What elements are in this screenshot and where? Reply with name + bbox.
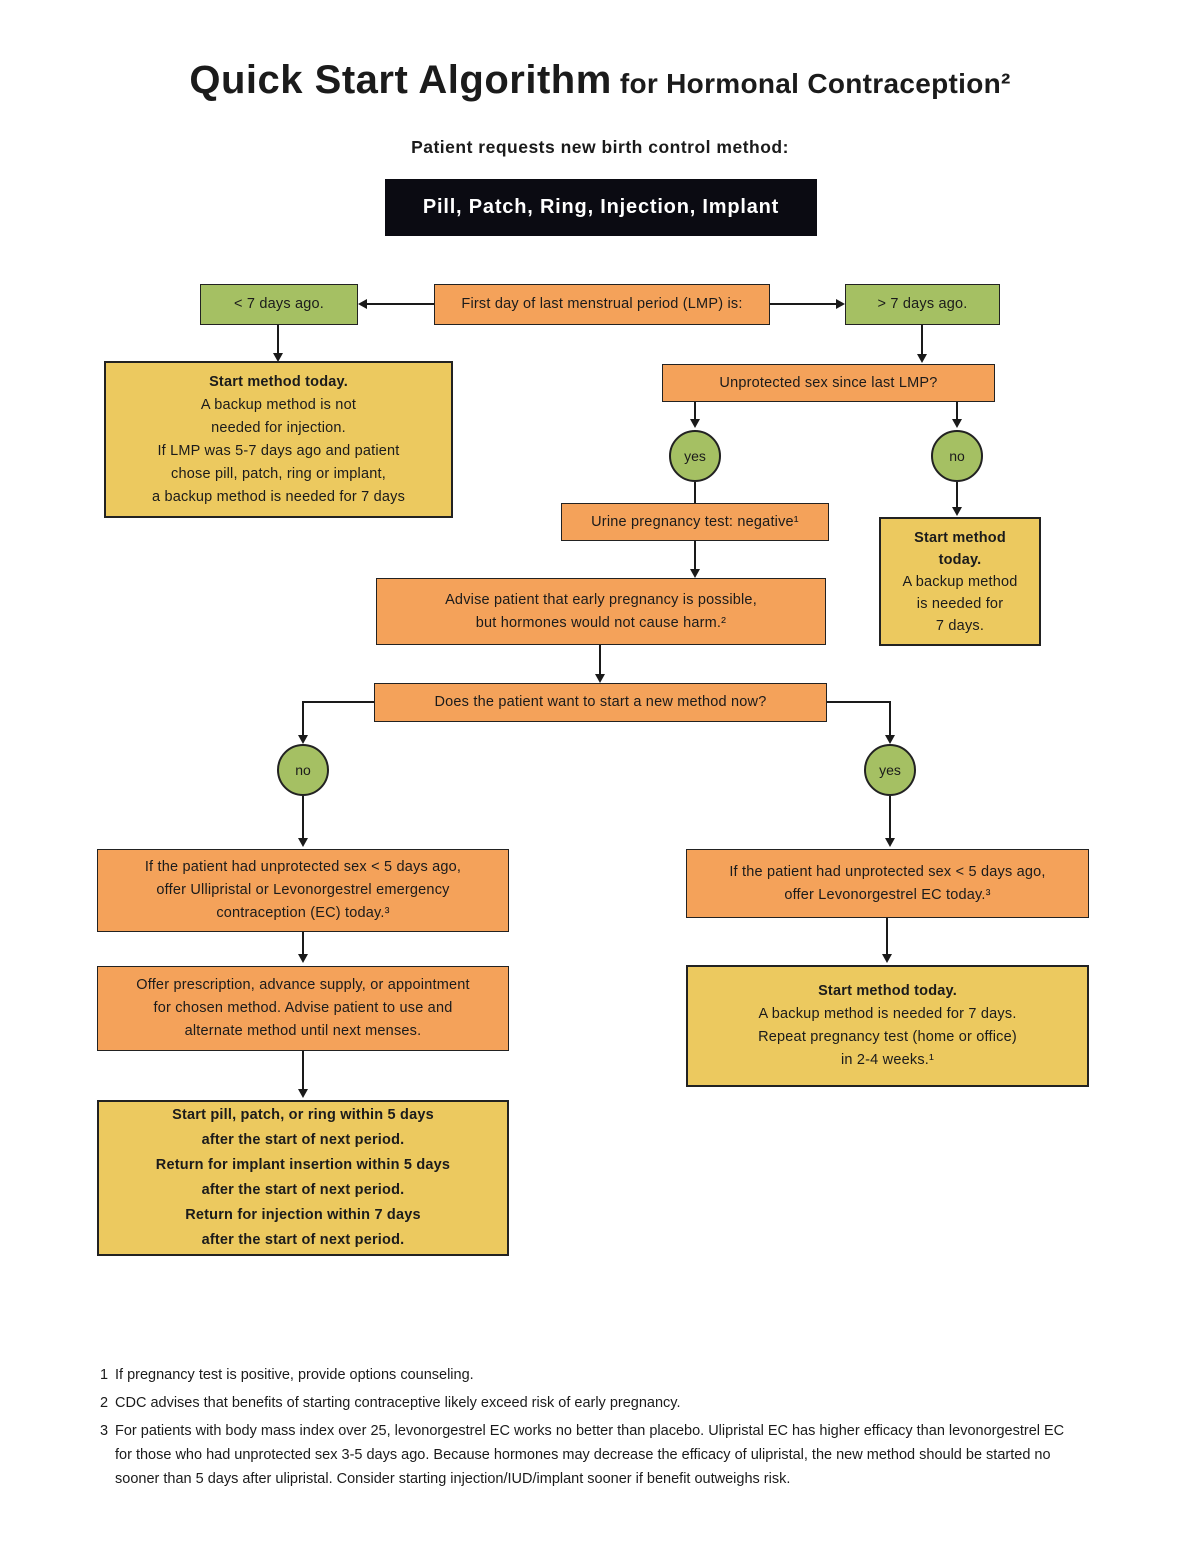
connector-want-to-no-v <box>302 701 304 736</box>
arrowhead-want-to-no <box>298 735 308 744</box>
connector-urine-to-advise <box>694 541 696 570</box>
node-yes-after-unprotected: yes <box>669 430 721 482</box>
arrowhead-unprotected-to-no <box>952 419 962 428</box>
node-start-next-period: Start pill, patch, or ring within 5 days… <box>97 1100 509 1256</box>
connector-ec-right-to-start-big <box>886 918 888 955</box>
arrowhead-unprotected-to-yes <box>690 419 700 428</box>
connector-lmp-to-lt7 <box>366 303 434 305</box>
arrowhead-offer-to-start-next <box>298 1089 308 1098</box>
page-title-rest: for Hormonal Contraception² <box>611 68 1011 99</box>
ec-right-body: If the patient had unprotected sex < 5 d… <box>729 863 1046 903</box>
connector-want-to-yes-v <box>889 701 891 736</box>
arrowhead-advise-to-want <box>595 674 605 683</box>
footnote-3-number: 3 <box>100 1423 109 1439</box>
arrowhead-lmp-to-lt7 <box>358 299 367 309</box>
footnote-3: 3 For patients with body mass index over… <box>100 1419 1160 1491</box>
page-title-main: Quick Start Algorithm <box>189 58 612 102</box>
connector-yes-to-urine <box>694 482 696 505</box>
connector-advise-to-want <box>599 645 601 675</box>
node-ec-left: If the patient had unprotected sex < 5 d… <box>97 849 509 932</box>
connector-no2-to-ec-left <box>302 796 304 839</box>
node-no-after-unprotected: no <box>931 430 983 482</box>
node-no-new-method: no <box>277 744 329 796</box>
arrowhead-gt7-to-unprotected <box>917 354 927 363</box>
node-lt7-days: < 7 days ago. <box>200 284 358 325</box>
connector-ec-left-to-offer <box>302 932 304 955</box>
node-start-method-right-big: Start method today. A backup method is n… <box>686 965 1089 1087</box>
node-yes-new-method: yes <box>864 744 916 796</box>
patient-request-prompt: Patient requests new birth control metho… <box>411 137 789 157</box>
start-right-small-body: A backup method is needed for 7 days. <box>902 573 1018 634</box>
connector-want-to-no-h <box>303 701 374 703</box>
arrowhead-lt7-to-start-left <box>273 353 283 362</box>
page-title: Quick Start Algorithm for Hormonal Contr… <box>0 58 1200 103</box>
connector-want-to-yes-h <box>827 701 891 703</box>
offer-body: Offer prescription, advance supply, or a… <box>136 977 470 1039</box>
connector-no-to-start-right-small <box>956 482 958 508</box>
footnote-2-number: 2 <box>100 1395 109 1411</box>
node-start-method-left: Start method today. A backup method is n… <box>104 361 453 518</box>
start-next-period-body: Start pill, patch, or ring within 5 days… <box>155 1107 451 1248</box>
connector-unprotected-to-no <box>956 402 958 420</box>
arrowhead-yes2-to-ec-right <box>885 838 895 847</box>
arrowhead-ec-right-to-start-big <box>882 954 892 963</box>
node-urine-test: Urine pregnancy test: negative¹ <box>561 503 829 541</box>
start-right-small-heading: Start method today. <box>914 529 1006 568</box>
connector-yes2-to-ec-right <box>889 796 891 839</box>
start-right-big-body: A backup method is needed for 7 days. Re… <box>758 1006 1017 1068</box>
node-ec-right: If the patient had unprotected sex < 5 d… <box>686 849 1089 918</box>
node-advise-early-pregnancy: Advise patient that early pregnancy is p… <box>376 578 826 645</box>
start-left-body: A backup method is not needed for inject… <box>151 396 406 505</box>
footnote-1-text: If pregnancy test is positive, provide o… <box>115 1367 474 1383</box>
connector-lmp-to-gt7 <box>770 303 837 305</box>
footnote-2-text: CDC advises that benefits of starting co… <box>115 1395 681 1411</box>
arrowhead-urine-to-advise <box>690 569 700 578</box>
footnotes: 1 If pregnancy test is positive, provide… <box>100 1363 1160 1495</box>
arrowhead-want-to-yes <box>885 735 895 744</box>
method-banner: Pill, Patch, Ring, Injection, Implant <box>385 179 817 236</box>
node-lmp-question: First day of last menstrual period (LMP)… <box>434 284 770 325</box>
arrowhead-lmp-to-gt7 <box>836 299 845 309</box>
advise-body: Advise patient that early pregnancy is p… <box>445 591 757 631</box>
arrowhead-ec-left-to-offer <box>298 954 308 963</box>
connector-gt7-to-unprotected <box>921 325 923 355</box>
node-gt7-days: > 7 days ago. <box>845 284 1000 325</box>
start-right-big-heading: Start method today. <box>818 983 957 999</box>
start-left-heading: Start method today. <box>209 373 348 390</box>
connector-lt7-to-start-left <box>277 325 279 354</box>
footnote-3-text: For patients with body mass index over 2… <box>115 1423 1065 1487</box>
node-want-new-method: Does the patient want to start a new met… <box>374 683 827 722</box>
node-unprotected-sex: Unprotected sex since last LMP? <box>662 364 995 402</box>
ec-left-body: If the patient had unprotected sex < 5 d… <box>144 859 462 921</box>
footnote-2: 2 CDC advises that benefits of starting … <box>100 1391 1160 1415</box>
connector-unprotected-to-yes <box>694 402 696 420</box>
footnote-1-number: 1 <box>100 1367 109 1383</box>
node-start-method-right-small: Start method today. A backup method is n… <box>879 517 1041 646</box>
arrowhead-no-to-start-right-small <box>952 507 962 516</box>
connector-offer-to-start-next <box>302 1051 304 1090</box>
footnote-1: 1 If pregnancy test is positive, provide… <box>100 1363 1160 1387</box>
arrowhead-no2-to-ec-left <box>298 838 308 847</box>
node-offer-prescription: Offer prescription, advance supply, or a… <box>97 966 509 1051</box>
